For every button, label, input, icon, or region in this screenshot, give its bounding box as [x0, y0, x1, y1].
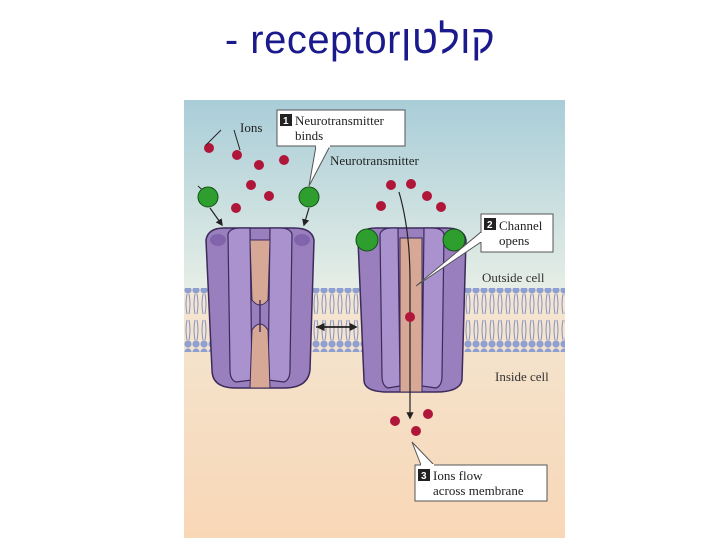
neurotransmitter-bound: [355, 228, 379, 252]
ions-pointer: [205, 129, 222, 146]
ion: [232, 150, 242, 160]
step-2-number: 2: [487, 220, 493, 231]
ion: [405, 312, 415, 322]
ion: [386, 180, 396, 190]
ion: [264, 191, 274, 201]
ion: [406, 179, 416, 189]
callout-step-3: 3 Ions flow across membrane: [411, 441, 548, 502]
ion: [376, 201, 386, 211]
ion: [246, 180, 256, 190]
ion: [436, 202, 446, 212]
neurotransmitter: [298, 186, 320, 208]
step-1-line-2: binds: [295, 128, 323, 143]
neurotransmitter-label: Neurotransmitter: [330, 153, 419, 168]
step-1-number: 1: [283, 116, 289, 127]
ions-outside: [204, 143, 446, 213]
bind-arrow: [209, 207, 223, 227]
step-2-line-2: opens: [499, 233, 529, 248]
callout-step-1: 1 Neurotransmitter binds: [276, 109, 406, 187]
ion: [390, 416, 400, 426]
ion: [423, 409, 433, 419]
ion: [422, 191, 432, 201]
callout-step-2: 2 Channel opens: [415, 213, 554, 287]
slide-title: - receptorקולטן: [224, 18, 496, 62]
ion-flow-arrow: [398, 191, 414, 420]
outside-cell-label: Outside cell: [482, 270, 545, 285]
ions-label: Ions: [240, 120, 262, 135]
step-2-line-1: Channel: [499, 218, 543, 233]
neurotransmitter: [197, 186, 219, 208]
step-3-line-2: across membrane: [433, 483, 524, 498]
step-3-number: 3: [421, 471, 427, 482]
closed-channel: [205, 227, 315, 389]
inside-cell-label: Inside cell: [495, 369, 549, 384]
ion: [231, 203, 241, 213]
ion: [204, 143, 214, 153]
ion: [254, 160, 264, 170]
neurotransmitter-bound: [442, 228, 466, 252]
ions-inside: [390, 409, 433, 436]
step-1-line-1: Neurotransmitter: [295, 113, 384, 128]
ions-pointer: [233, 129, 241, 151]
bind-arrow: [302, 207, 310, 227]
step-3-line-1: Ions flow: [433, 468, 483, 483]
ion: [279, 155, 289, 165]
open-channel: [357, 227, 467, 393]
ion: [411, 426, 421, 436]
receptor-diagram: Ions 1 Neurotransmitter binds Neurotrans…: [184, 100, 565, 538]
